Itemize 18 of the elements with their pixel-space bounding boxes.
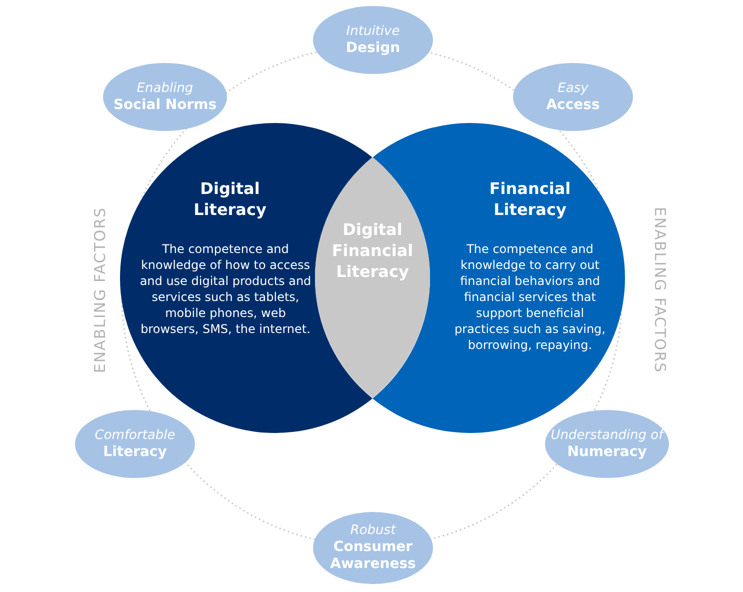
- factor-name: Literacy: [103, 444, 167, 460]
- factor-qualifier: Enabling: [136, 80, 194, 96]
- factor-qualifier: Intuitive: [346, 24, 400, 40]
- factor-qualifier: Comfortable: [94, 428, 176, 444]
- side-label: ENABLING FACTORS: [651, 206, 669, 374]
- factor-qualifier: Robust: [350, 523, 396, 539]
- circle-description: The competence and knowledge to carry out financial behaviors and financial services that support beneficial practices such as saving, borrowing, repaying.: [454, 241, 606, 353]
- circle-description: The competence and knowledge of how to access and use digital products and services such as tablets, mobile phones, web browsers, SMS, the internet.: [138, 241, 312, 337]
- factor-qualifier: Understanding of: [550, 428, 664, 444]
- factor-qualifier: Easy: [558, 80, 588, 96]
- factor-name: Numeracy: [567, 444, 647, 460]
- factor-name: Design: [346, 40, 400, 56]
- factor-name: Access: [546, 96, 600, 114]
- side-label: ENABLING FACTORS: [91, 206, 109, 374]
- circle-heading: Digital Literacy: [192, 178, 268, 220]
- circle-heading: Financial Literacy: [488, 178, 572, 220]
- factor-name: Consumer Awareness: [329, 539, 417, 573]
- factor-name: Social Norms: [113, 96, 217, 114]
